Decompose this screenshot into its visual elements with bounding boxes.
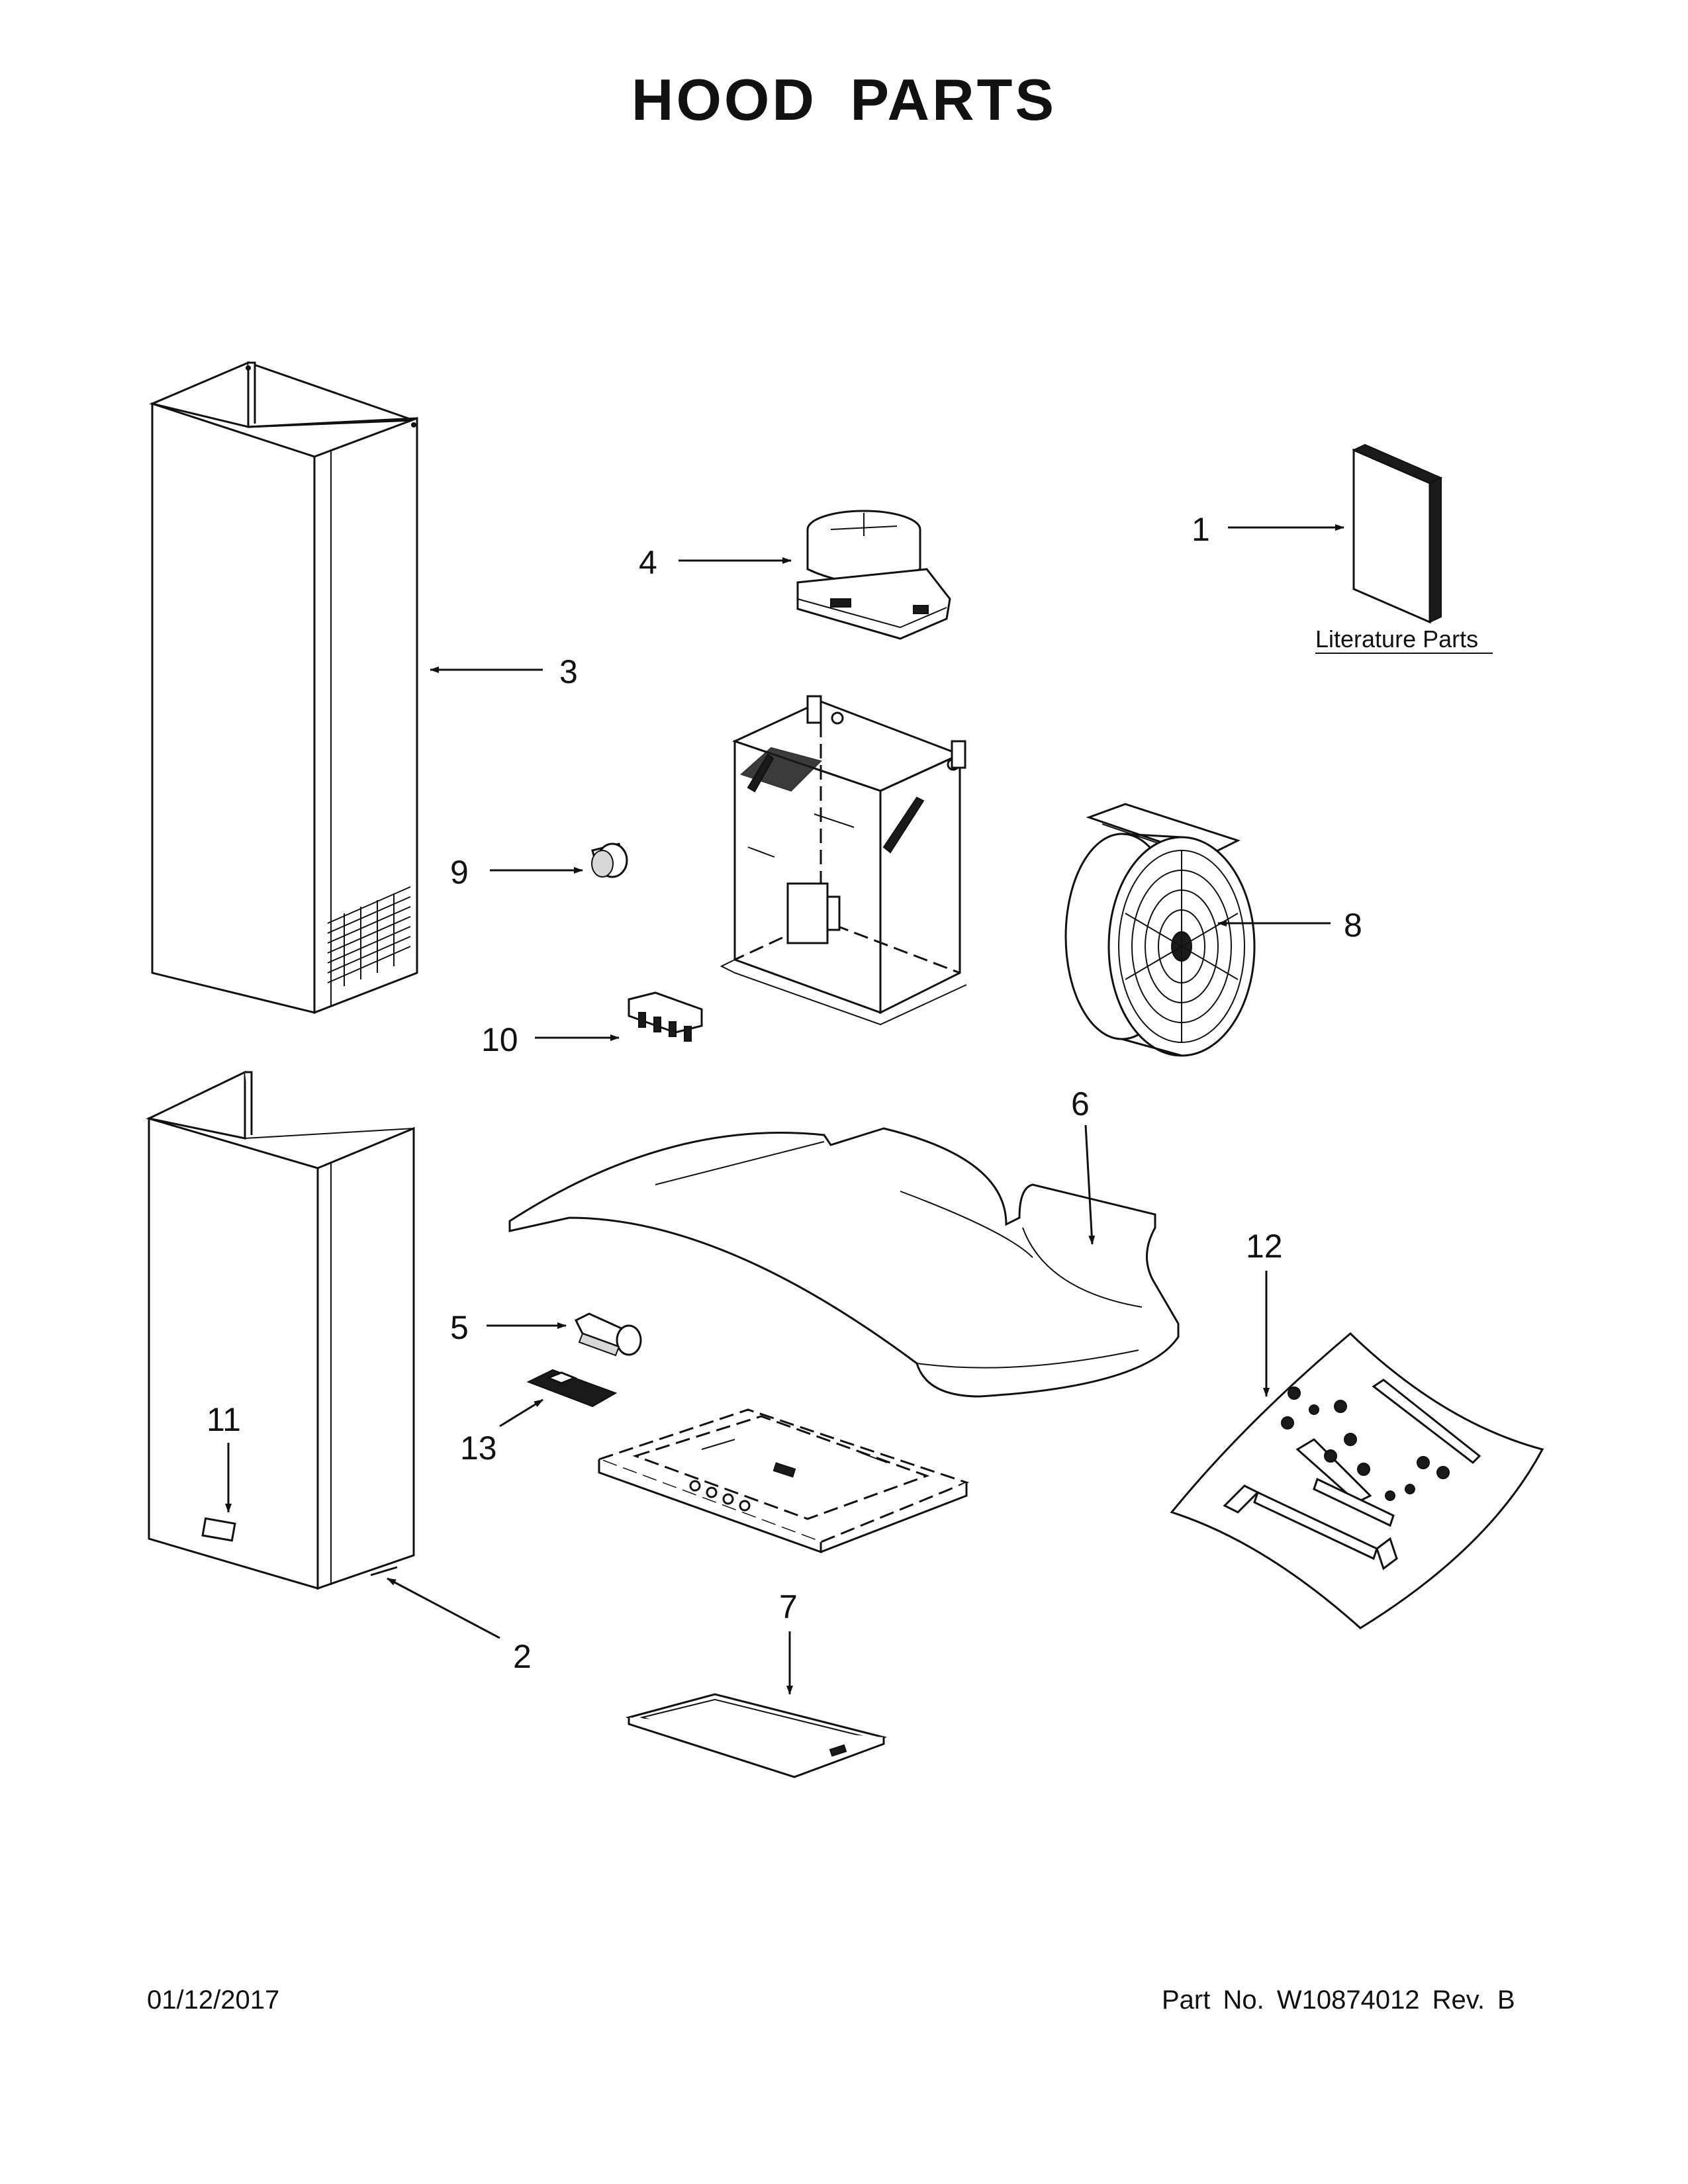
callout-7: 7 <box>779 1588 798 1625</box>
callout-6: 6 <box>1071 1085 1090 1122</box>
footer-part-number: Part No. W10874012 Rev. B <box>1162 1985 1515 2015</box>
literature-manual-icon[interactable] <box>1352 443 1443 624</box>
switch-board-icon[interactable] <box>628 991 703 1042</box>
thermal-pad-icon[interactable] <box>526 1369 618 1408</box>
literature-parts-label: Literature Parts <box>1315 625 1478 653</box>
blower-fan-icon[interactable] <box>1064 803 1256 1057</box>
callout-4: 4 <box>639 544 657 581</box>
lower-chimney-cover-icon[interactable] <box>146 1070 415 1590</box>
knob-icon[interactable] <box>591 842 628 878</box>
callout-12: 12 <box>1246 1228 1283 1265</box>
callout-13: 13 <box>460 1430 497 1467</box>
callout-11: 11 <box>207 1401 241 1438</box>
hardware-kit-icon[interactable] <box>1170 1332 1544 1629</box>
callout-1: 1 <box>1192 511 1210 548</box>
footer-date: 01/12/2017 <box>147 1985 280 2015</box>
page-title: HOOD PARTS <box>631 67 1057 132</box>
grease-filter-icon[interactable] <box>625 1693 888 1778</box>
upper-chimney-cover-icon[interactable] <box>149 361 418 1015</box>
callout-9: 9 <box>450 854 469 891</box>
lamp-socket-icon[interactable] <box>574 1312 642 1357</box>
callout-10: 10 <box>481 1021 518 1058</box>
callout-2: 2 <box>513 1638 532 1675</box>
callout-3: 3 <box>559 653 578 690</box>
control-tray-icon <box>596 1408 970 1554</box>
blower-housing-icon <box>720 695 967 1026</box>
screw-icons <box>1281 1387 1450 1501</box>
damper-duct-icon[interactable] <box>796 510 951 640</box>
vent-slots <box>327 886 411 986</box>
glass-canopy-icon[interactable] <box>508 1127 1180 1398</box>
callout-5: 5 <box>450 1309 469 1346</box>
callout-8: 8 <box>1344 907 1362 944</box>
label-plate-icon[interactable] <box>201 1517 236 1542</box>
